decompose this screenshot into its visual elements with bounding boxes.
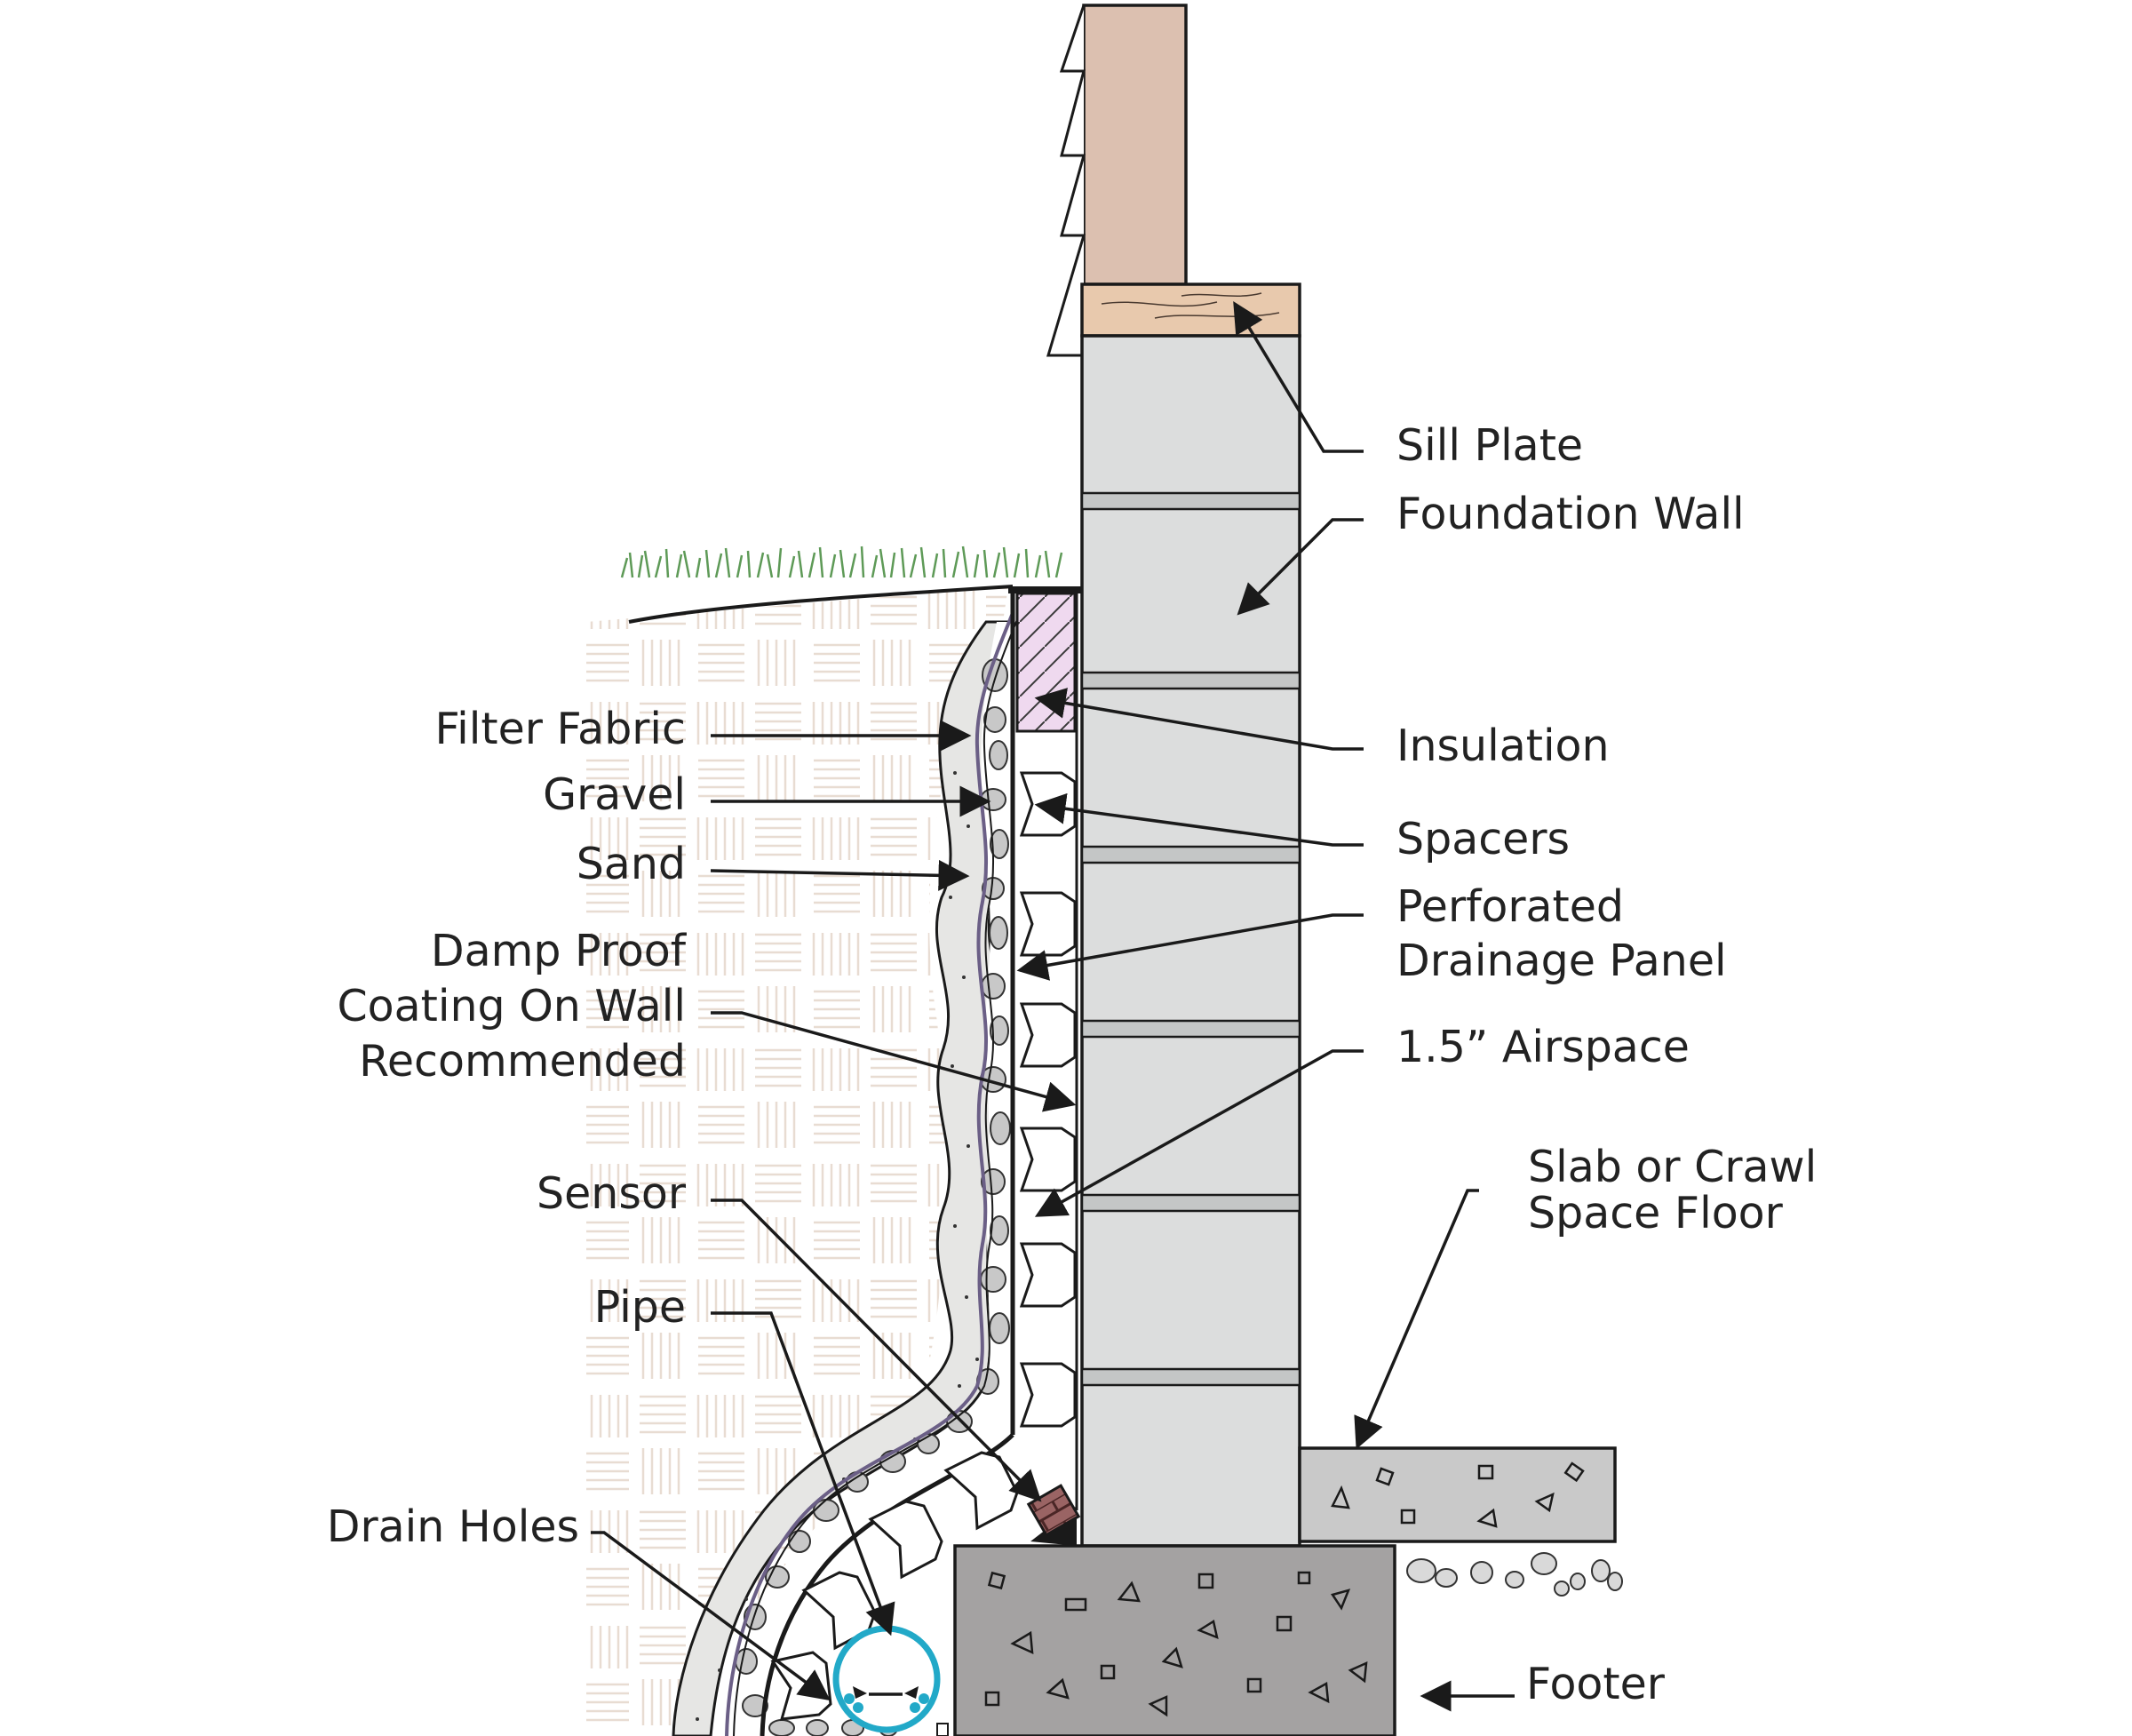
label-slab-line1: Slab or Crawl <box>1528 1142 1817 1192</box>
label-sill-plate: Sill Plate <box>1396 420 1583 471</box>
label-footer: Footer <box>1526 1659 1666 1709</box>
sill-plate <box>1080 283 1301 338</box>
grade-line <box>628 585 1014 624</box>
label-damp-line1: Damp Proof <box>431 926 688 976</box>
label-damp-line2: Coating On Wall <box>337 981 686 1031</box>
label-pipe: Pipe <box>594 1282 686 1333</box>
label-perforated-line1: Perforated <box>1396 881 1624 932</box>
siding <box>1046 4 1086 357</box>
label-foundation-wall: Foundation Wall <box>1396 489 1745 539</box>
label-damp-line3: Recommended <box>359 1036 686 1087</box>
block-joints <box>1080 491 1301 1387</box>
label-drain-holes: Drain Holes <box>327 1501 579 1552</box>
label-gravel: Gravel <box>543 769 686 820</box>
label-filter-fabric: Filter Fabric <box>435 704 686 754</box>
wall-top-cap <box>1008 586 1082 593</box>
drain-holes <box>844 1693 929 1713</box>
leader-lines <box>591 301 1515 1712</box>
grass <box>620 545 1063 578</box>
label-slab-line2: Space Floor <box>1528 1188 1784 1238</box>
label-spacers: Spacers <box>1396 814 1570 864</box>
labels: Sill Plate Foundation Wall Insulation Sp… <box>327 420 1817 1709</box>
label-insulation: Insulation <box>1396 721 1610 771</box>
footer-aggregate <box>984 1571 1368 1717</box>
label-sand: Sand <box>577 839 686 889</box>
footer <box>953 1544 1396 1736</box>
gravel-layer <box>736 622 1022 1736</box>
insulation <box>1015 592 1077 733</box>
label-perforated-line2: Drainage Panel <box>1396 936 1727 986</box>
label-airspace: 1.5” Airspace <box>1396 1022 1690 1072</box>
label-sensor: Sensor <box>537 1168 687 1219</box>
slab-aggregate <box>1331 1461 1585 1528</box>
pipe-clip <box>936 1723 949 1736</box>
drain-pipe <box>832 1625 941 1733</box>
base-gravel <box>1406 1552 1623 1597</box>
wood-framing <box>1082 4 1188 286</box>
slab-floor <box>1298 1446 1617 1543</box>
